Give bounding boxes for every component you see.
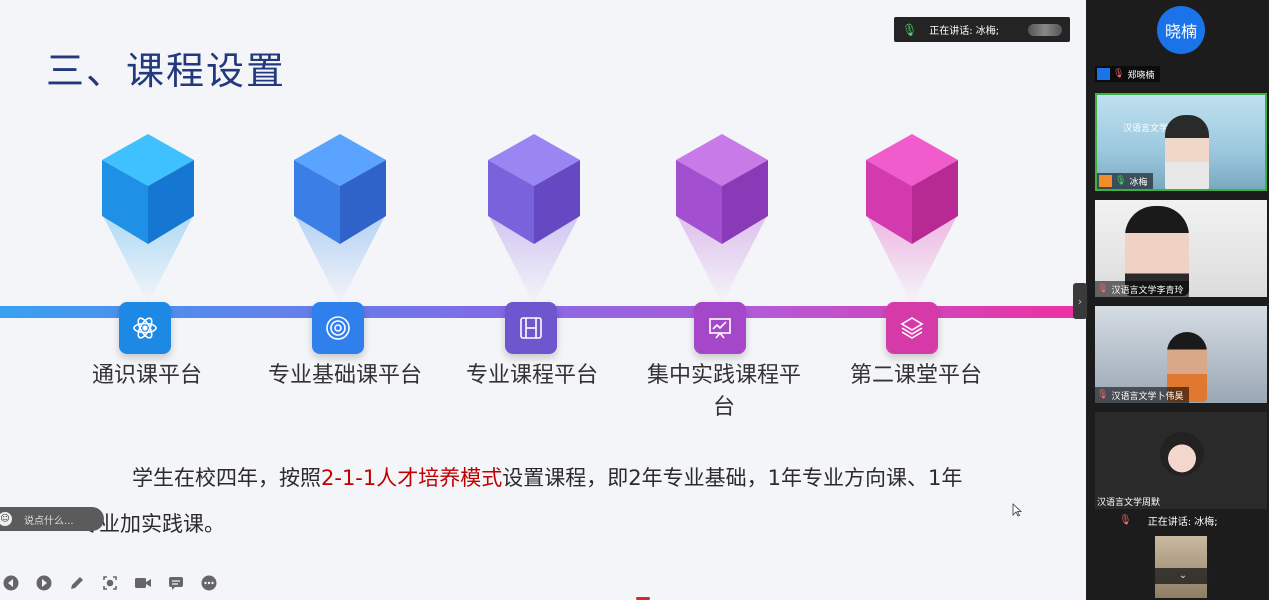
participant-name-tag: 汉语言文学周默 [1095, 493, 1166, 509]
mouse-cursor-icon [1012, 503, 1022, 517]
scroll-down-icon[interactable]: ⌄ [1152, 568, 1214, 584]
emoji-icon[interactable]: ☺ [0, 512, 12, 526]
participant-tile-2[interactable]: 汉语言文学专业介绍 🎙 冰梅 [1095, 93, 1267, 191]
camera-icon[interactable] [132, 572, 154, 594]
platform-label-1: 通识课平台 [91, 363, 202, 388]
participant-name-tag: 🎙 郑晓楠 [1095, 66, 1161, 82]
participant-name-tag: 🎙 汉语言文学李青玲 [1095, 281, 1190, 297]
participant-tile-3[interactable]: 🎙 汉语言文学李青玲 [1095, 200, 1267, 297]
speaking-banner: 🎙 正在讲话: 冰梅; [894, 17, 1070, 42]
participant-name: 郑晓楠 [1127, 70, 1155, 81]
cube-4 [668, 132, 776, 312]
participant-video-thumbnail[interactable] [1155, 536, 1207, 598]
participant-name-tag: 🎙 冰梅 [1097, 173, 1154, 189]
paragraph-highlight: 2-1-1人才培养模式 [321, 466, 503, 490]
atom-icon [119, 302, 171, 354]
chat-placeholder: 说点什么... [24, 515, 74, 527]
participant-name: 汉语言文学卜伟昊 [1111, 391, 1184, 402]
mic-muted-icon: 🎙 [1113, 69, 1125, 79]
chat-icon[interactable] [165, 572, 187, 594]
prev-icon[interactable] [0, 572, 22, 594]
user-icon [1099, 175, 1112, 187]
participant-name-tag: 🎙 汉语言文学卜伟昊 [1095, 387, 1190, 403]
waveform-icon [1028, 23, 1062, 36]
participant-name: 冰梅 [1129, 177, 1148, 188]
avatar: 晓楠 [1157, 6, 1205, 54]
cube-3 [480, 132, 588, 312]
platform-label-2: 专业基础课平台 [267, 363, 422, 388]
target-icon [312, 302, 364, 354]
video-slide-title: 汉语言文学专业介绍 [1123, 124, 1205, 134]
chat-input[interactable]: ☺ 说点什么... [0, 507, 104, 531]
participant-tile-4[interactable]: 🎙 汉语言文学卜伟昊 [1095, 306, 1267, 403]
avatar [1160, 432, 1204, 476]
collapse-panel-button[interactable]: › [1073, 283, 1087, 319]
platform-label-4: 集中实践课程平台 [646, 363, 801, 420]
mic-muted-icon: 🎙 [1097, 390, 1109, 400]
user-icon [1097, 68, 1110, 80]
mic-icon: 🎙 [902, 22, 918, 37]
layers-icon [886, 302, 938, 354]
speaking-banner-panel: 🎙 正在讲话: 冰梅; [1095, 509, 1267, 531]
speaking-text: 正在讲话: 冰梅; [1147, 516, 1218, 528]
more-icon[interactable] [198, 572, 220, 594]
cube-2 [286, 132, 394, 312]
description-paragraph: 学生在校四年，按照2-1-1人才培养模式设置课程，即2年专业基础，1年专业方向课… [78, 455, 978, 547]
cube-5 [858, 132, 966, 312]
participant-name: 汉语言文学周默 [1097, 497, 1161, 508]
paragraph-text-1: 学生在校四年，按照 [132, 466, 321, 490]
participant-name: 汉语言文学李青玲 [1111, 285, 1184, 296]
speaker-video [1165, 115, 1209, 189]
presentation-icon [694, 302, 746, 354]
mic-muted-icon: 🎙 [1119, 514, 1132, 526]
platform-label-5: 第二课堂平台 [849, 363, 982, 388]
speaking-text: 正在讲话: 冰梅; [929, 26, 1000, 37]
slide-title: 三、课程设置 [46, 49, 287, 93]
participant-tile-5[interactable]: 汉语言文学周默 [1095, 412, 1267, 509]
pen-icon[interactable] [66, 572, 88, 594]
slide-toolbar [0, 572, 231, 594]
platform-label-3: 专业课程平台 [465, 363, 598, 388]
recording-indicator [636, 597, 650, 600]
next-icon[interactable] [33, 572, 55, 594]
mic-active-icon: 🎙 [1115, 176, 1127, 186]
film-icon [505, 302, 557, 354]
mic-muted-icon: 🎙 [1097, 284, 1109, 294]
presentation-stage: 三、课程设置 [0, 0, 1086, 600]
cube-1 [94, 132, 202, 312]
screenshot-icon[interactable] [99, 572, 121, 594]
